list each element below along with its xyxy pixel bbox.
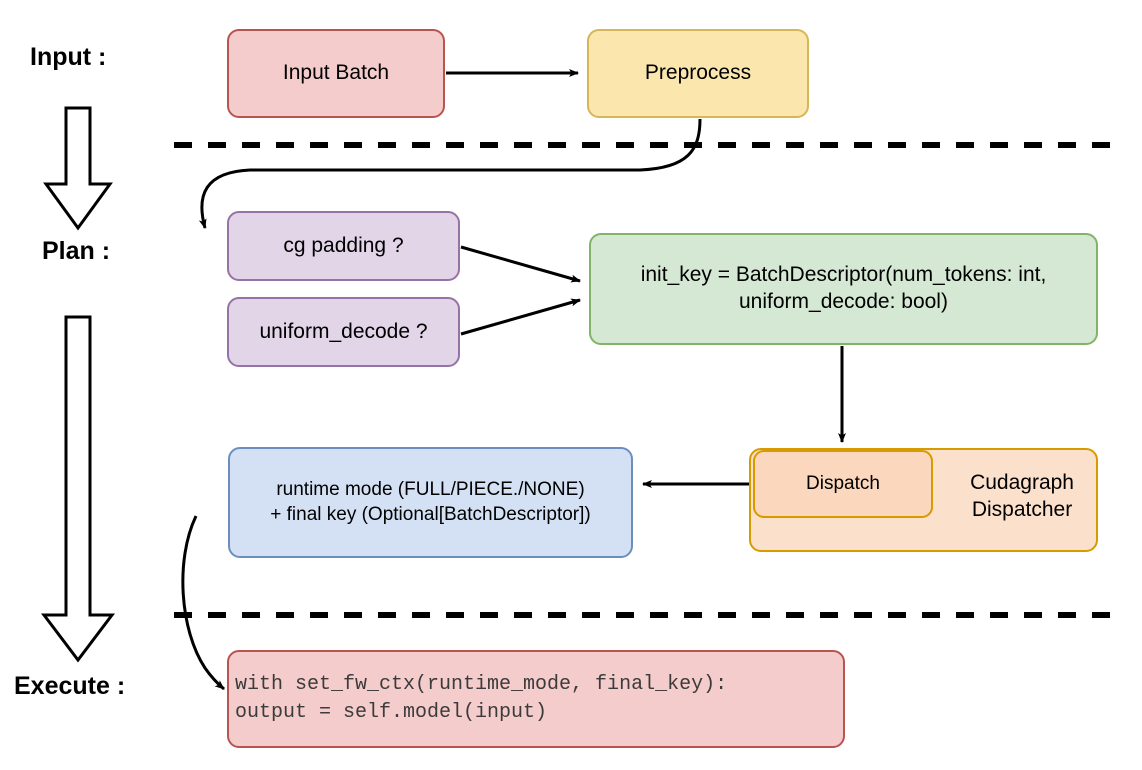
stage-label-execute: Execute : — [14, 672, 126, 700]
node-init-key[interactable]: init_key = BatchDescriptor(num_tokens: i… — [589, 233, 1098, 345]
node-cg-padding[interactable]: cg padding ? — [227, 211, 460, 281]
edge-preprocess-to-cg-padding — [198, 118, 702, 229]
node-input-batch[interactable]: Input Batch — [227, 29, 445, 118]
input-to-plan-flow-arrow — [43, 106, 113, 231]
edge-runtime-mode-to-code — [181, 515, 225, 691]
node-dispatch[interactable]: Dispatch — [753, 450, 933, 518]
node-preprocess[interactable]: Preprocess — [587, 29, 809, 118]
plan-to-execute-flow-arrow — [40, 315, 116, 663]
edge-cg-padding-to-init-key — [460, 245, 581, 283]
stage-label-plan: Plan : — [42, 237, 111, 265]
node-code-block[interactable]: with set_fw_ctx(runtime_mode, final_key)… — [227, 650, 845, 748]
node-uniform-decode[interactable]: uniform_decode ? — [227, 297, 460, 367]
node-runtime-mode[interactable]: runtime mode (FULL/PIECE./NONE) + final … — [228, 447, 633, 558]
edge-uniform-decode-to-init-key — [460, 298, 581, 336]
stage-label-input: Input : — [30, 43, 107, 71]
